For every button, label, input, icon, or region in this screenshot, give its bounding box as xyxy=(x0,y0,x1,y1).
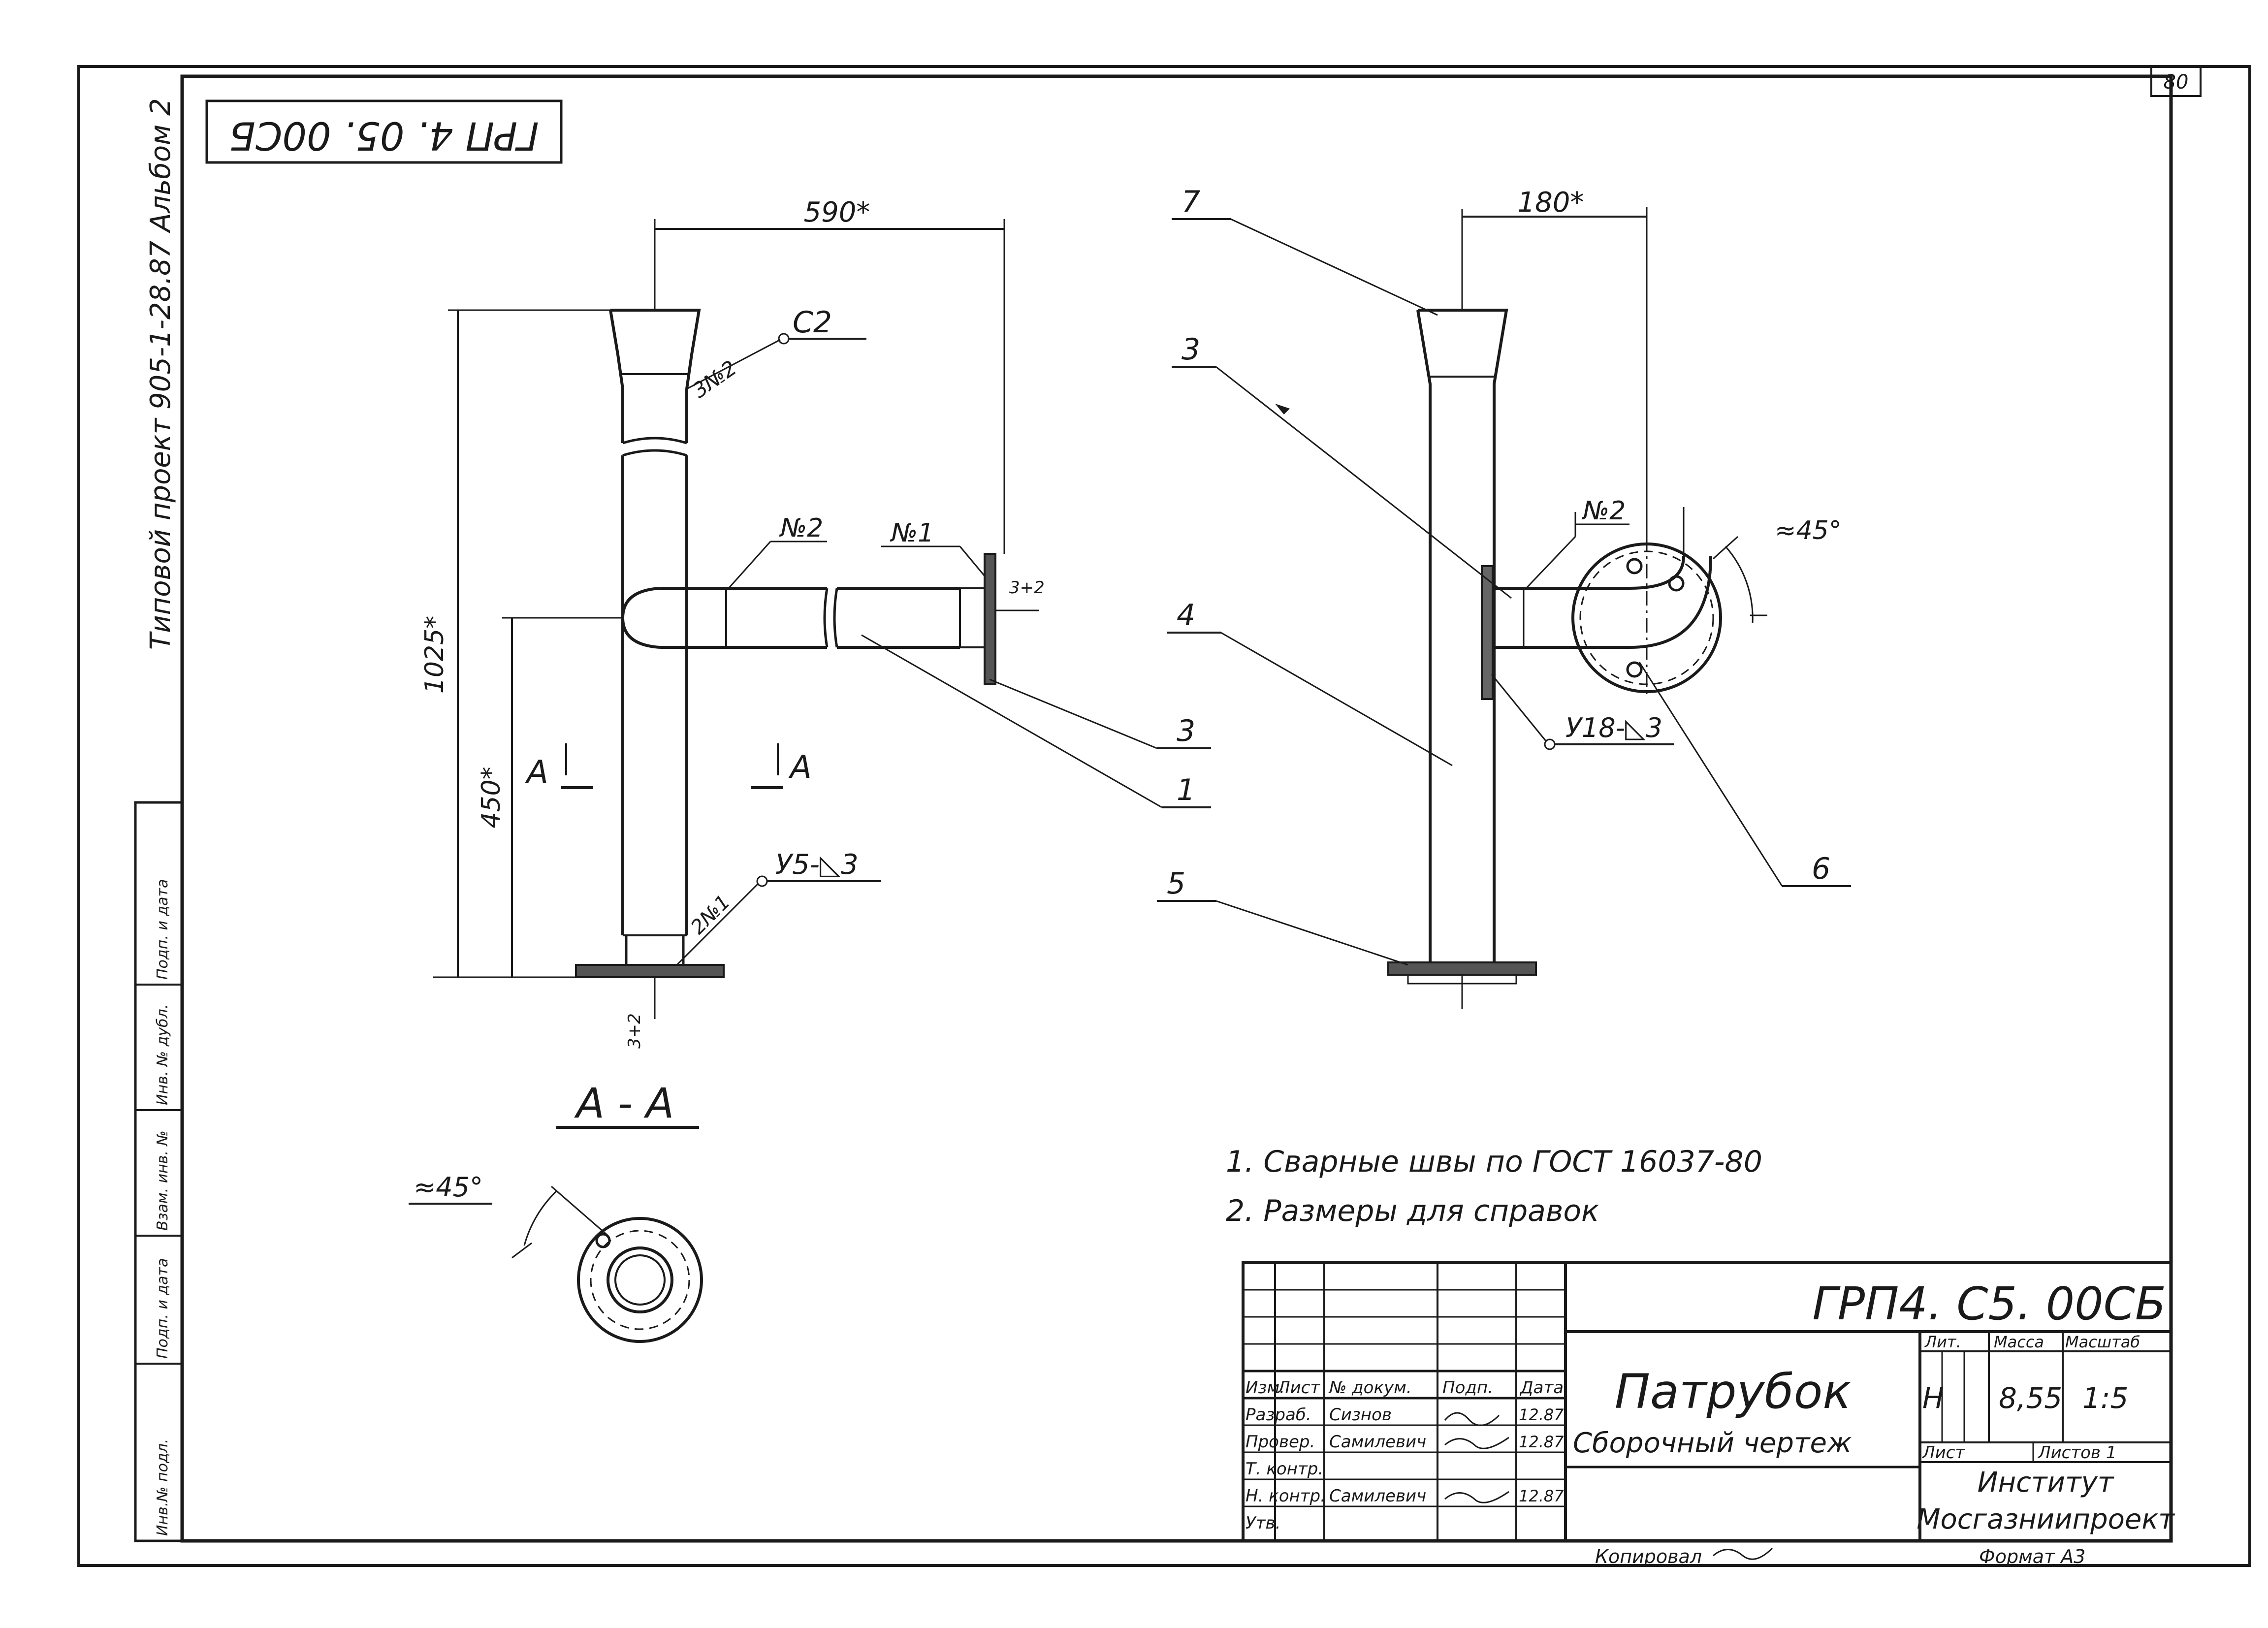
right-weld-label: У18-◺3 xyxy=(1565,712,1662,743)
margin-label-1: Инв.№ подл. xyxy=(154,1439,171,1536)
note-1: 1. Сварные швы по ГОСТ 16037-80 xyxy=(1226,1145,1762,1179)
left-weld-n2: №2 xyxy=(779,513,823,543)
left-weld-c2: С2 xyxy=(793,305,832,340)
left-base-plate xyxy=(575,964,725,978)
tb-org-line2: Мосгазниипроект xyxy=(1917,1503,2175,1535)
margin-strip xyxy=(134,801,184,1542)
tb-role-6: Утв. xyxy=(1246,1513,1280,1533)
section-mark-left: А xyxy=(525,754,548,791)
section-title: А - А xyxy=(574,1079,674,1127)
corner-box xyxy=(2150,65,2202,97)
tb-lit-value: Н xyxy=(1922,1381,1944,1415)
left-margin-text: Типовой проект 905-1-28.87 Альбом 2 xyxy=(145,98,177,650)
tb-doc-type: Сборочный чертеж xyxy=(1573,1427,1852,1459)
margin-label-3: Взам. инв. № xyxy=(154,1130,171,1231)
left-callout-3: 3 xyxy=(1177,714,1195,748)
left-dim-axis: 450* xyxy=(477,766,506,828)
tb-scale-value: 1:5 xyxy=(2082,1381,2128,1415)
copied-by: Копировал xyxy=(1595,1546,1702,1567)
left-flange xyxy=(984,553,996,685)
right-callout-4: 4 xyxy=(1177,598,1195,633)
tb-role-2: Провер. xyxy=(1246,1432,1315,1452)
margin-label-4: Инв. № дубл. xyxy=(154,1004,171,1105)
section-view: А - А ≈45° xyxy=(409,1079,703,1343)
tb-lit-header: Лит. xyxy=(1924,1333,1961,1351)
right-callout-7: 7 xyxy=(1182,185,1200,219)
tb-mass-header: Масса xyxy=(1994,1333,2044,1351)
section-angle: ≈45° xyxy=(414,1172,483,1203)
tb-designation: ГРП4. С5. 00СБ xyxy=(1812,1277,2166,1330)
tb-part-name: Патрубок xyxy=(1615,1364,1852,1419)
section-mark-right: А xyxy=(788,749,812,786)
tb-name-2: Самилевич xyxy=(1329,1432,1426,1452)
left-gap-bottom: 3+2 xyxy=(625,1013,644,1049)
left-gap-top: 3+2 xyxy=(1009,578,1045,598)
left-weld-label-bottom: У5-◺3 xyxy=(775,849,859,881)
title-block: Изм. Лист № докум. Подп. Дата Разраб. Пр… xyxy=(1242,1261,2175,1542)
tb-col-doc: № докум. xyxy=(1328,1378,1412,1398)
tb-mass-value: 8,55 xyxy=(1999,1381,2062,1415)
right-side-plate xyxy=(1481,565,1494,700)
tb-org-line1: Институт xyxy=(1978,1467,2114,1499)
right-angle: ≈45° xyxy=(1775,516,1842,545)
tb-col-izm: Изм. xyxy=(1246,1378,1285,1398)
tb-col-list: Лист xyxy=(1277,1378,1320,1398)
tb-col-date: Дата xyxy=(1519,1378,1564,1398)
tb-role-1: Разраб. xyxy=(1246,1405,1311,1425)
right-base-plate xyxy=(1387,961,1537,976)
margin-label-5: Подп. и дата xyxy=(154,879,171,980)
note-2: 2. Размеры для справок xyxy=(1226,1194,1599,1228)
left-callout-1: 1 xyxy=(1177,773,1195,807)
right-callout-6: 6 xyxy=(1812,852,1830,886)
tb-name-5: Самилевич xyxy=(1329,1486,1426,1506)
tb-name-1: Сизнов xyxy=(1329,1405,1392,1425)
right-callout-5: 5 xyxy=(1167,866,1185,901)
format-label: Формат А3 xyxy=(1979,1546,2085,1567)
top-stamp-box xyxy=(205,99,563,164)
left-view: 590* 1025* 450* С2 3№2 №2 №1 3+2 3 1 xyxy=(420,196,1211,1049)
tb-sheet-label: Лист xyxy=(1921,1443,1965,1463)
left-weld-3n2: 3№2 xyxy=(688,355,741,403)
tb-date-5: 12.87 xyxy=(1519,1487,1564,1505)
sheet-corner-number: 80 xyxy=(2164,71,2189,94)
tb-role-3: Т. контр. xyxy=(1246,1459,1323,1479)
margin-label-2: Подп. и дата xyxy=(154,1258,171,1359)
tb-role-5: Н. контр. xyxy=(1246,1486,1326,1506)
left-weld-n1: №1 xyxy=(890,518,934,548)
right-callout-3: 3 xyxy=(1182,332,1200,367)
tb-scale-header: Масштаб xyxy=(2065,1333,2140,1351)
tb-sheets-label: Листов 1 xyxy=(2037,1443,2116,1463)
tb-date-2: 12.87 xyxy=(1519,1433,1564,1451)
left-dim-height: 1025* xyxy=(420,616,449,694)
top-stamp: ГРП 4. 05. 00СБ xyxy=(229,113,539,158)
tb-date-1: 12.87 xyxy=(1519,1405,1564,1424)
right-weld-n2: №2 xyxy=(1581,496,1626,526)
right-dim-width: 180* xyxy=(1518,187,1584,219)
right-view: ≈45° 180* 7 3 4 5 6 №2 У1 xyxy=(1157,185,1851,1009)
tb-col-sign: Подп. xyxy=(1442,1378,1493,1398)
left-dim-width: 590* xyxy=(804,196,870,228)
outer-frame xyxy=(77,65,2251,1567)
